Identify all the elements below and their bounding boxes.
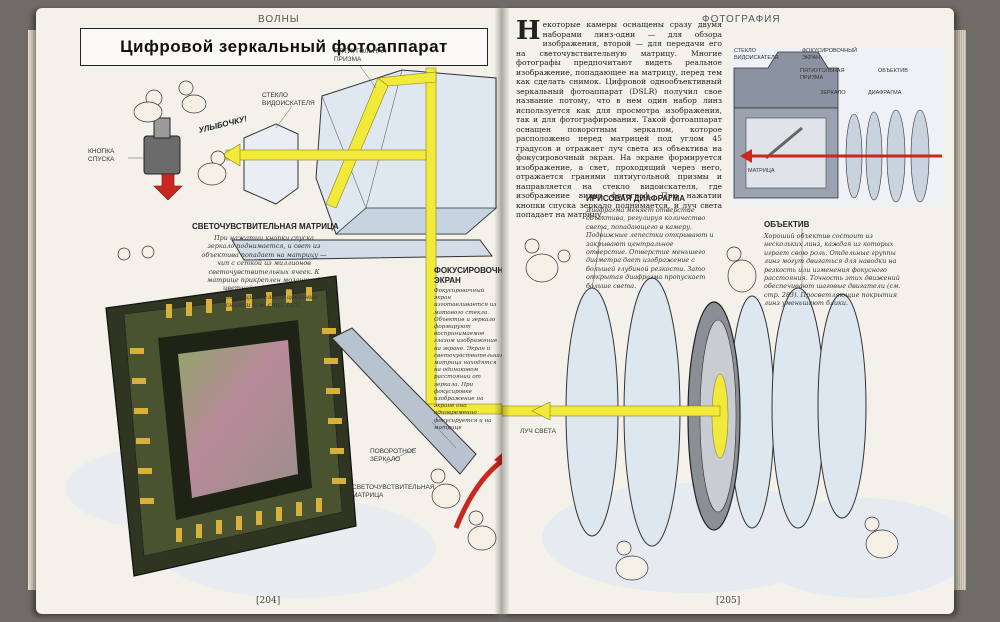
- label-viewfinder-glass: Стекло видоискателя: [262, 92, 315, 107]
- leader-lines: [128, 65, 457, 464]
- label-light-ray: Луч света: [520, 428, 556, 435]
- angel-figures: [524, 238, 899, 581]
- text-iris: Диафрагма меняет отверстие объектива, ре…: [586, 206, 714, 290]
- ray-arrow: [221, 143, 241, 167]
- heading-lens: Объектив: [764, 220, 810, 229]
- viewfinder-glass-drawing: [243, 123, 299, 205]
- text-sensor: При нажатии кнопки спуска зеркало подним…: [201, 234, 327, 310]
- text-lens: Хороший объектив состоит из нескольких л…: [764, 232, 901, 308]
- inset-label-pentaprism: Пятиугольная призма: [800, 68, 845, 81]
- left-page-edges: [28, 30, 38, 590]
- inset-label-diaphragm: Диафрагма: [868, 90, 902, 96]
- running-head-right: ФОТОГРАФИЯ: [702, 14, 781, 25]
- right-page-edges: [952, 30, 966, 590]
- heading-sensor: Светочувствительная матрица: [192, 222, 339, 231]
- book-gutter: [494, 8, 510, 614]
- label-rotating-mirror: Поворотное зеркало: [370, 448, 417, 463]
- light-ray-horizontal: [502, 405, 721, 417]
- angel-figures: [117, 80, 497, 551]
- page-title-box: Цифровой зеркальный фотоаппарат: [80, 28, 488, 66]
- page-number-left: [204]: [256, 596, 281, 606]
- page-number-right: [205]: [716, 596, 741, 606]
- heading-iris: Ирисовая диафрагма: [586, 194, 686, 203]
- shutter-button-drawing: [143, 117, 183, 201]
- light-ray-arrow: [531, 401, 551, 421]
- left-page: ВОЛНЫ Цифровой зеркальный фотоаппарат: [36, 8, 502, 614]
- label-shutter-button: Кнопка спуска: [88, 148, 115, 163]
- inset-label-lens: Объектив: [878, 68, 908, 74]
- label-sensor-bottom: Светочувствительная матрица: [352, 484, 435, 499]
- left-illustration: [66, 65, 502, 598]
- camera-inset-drawing: [730, 48, 944, 206]
- sensor-chip-drawing: [105, 275, 357, 577]
- running-head-left: ВОЛНЫ: [258, 14, 300, 25]
- rotating-mirror-drawing: [331, 327, 477, 475]
- heading-focus-screen: Фокусировочный экран: [434, 266, 502, 285]
- label-pentaprism: Пятиугольная призма: [334, 48, 387, 63]
- inset-label-viewfinder: Стекло видоискателя: [734, 48, 779, 61]
- page-title: Цифровой зеркальный фотоаппарат: [120, 37, 448, 56]
- mirror-motion-arrowhead: [494, 453, 502, 464]
- inset-label-sensor: Матрица: [748, 168, 775, 174]
- leader-lines: [591, 227, 803, 289]
- intro-text: екоторые камеры оснащены сразу двумя наб…: [516, 20, 722, 219]
- right-illustration: [502, 48, 954, 598]
- inset-label-mirror: Зеркало: [820, 90, 846, 96]
- inset-label-focus-screen: Фокусировочный экран: [802, 48, 858, 61]
- text-focus-screen: Фокусировочный экран изготавливается из …: [434, 288, 502, 431]
- intro-dropcap: Н: [516, 16, 541, 46]
